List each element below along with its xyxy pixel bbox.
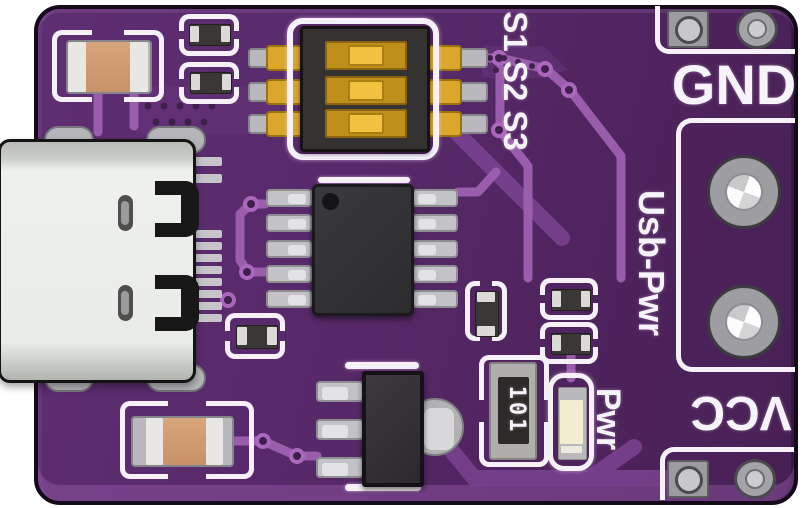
label-gnd: GND: [671, 53, 797, 116]
resistor-101-body: [498, 377, 529, 444]
usb-pin-pad: [192, 242, 222, 250]
silkscreen-box-usb-pwr: [676, 118, 795, 372]
usb-c-clip: [155, 275, 199, 331]
chip-resistor-vertical: [475, 291, 499, 337]
power-led-lens: [560, 400, 583, 444]
ic-pin: [412, 189, 458, 207]
silkscreen-bracket-resistor: [465, 281, 507, 341]
ic-pin: [412, 214, 458, 232]
chip-resistor: [190, 72, 232, 94]
dip-switch-slider-1: [348, 45, 384, 66]
gnd-pad-square: [667, 10, 709, 48]
label-usb-pwr: Usb-Pwr: [631, 189, 672, 337]
usb-c-clip: [155, 181, 199, 237]
capacitor-top-terminal: [130, 42, 148, 92]
usb-pin-pad: [192, 230, 222, 238]
silkscreen-bracket-resistor: [179, 14, 239, 56]
regulator-pin: [316, 381, 364, 402]
silkscreen-box-gnd: [655, 6, 795, 54]
ic-pin1-dot: [322, 193, 339, 210]
vcc-pad-square: [667, 460, 709, 498]
usb-pwr-hole-2: [707, 285, 781, 359]
usb-pin-pad: [192, 290, 222, 298]
silkscreen-line-regulator: [345, 484, 421, 491]
capacitor-bottom-body: [163, 418, 206, 465]
capacitor-top-terminal: [68, 42, 86, 92]
label-switch-channels: S1 S2 S3: [497, 11, 534, 151]
ic-pin: [412, 290, 458, 308]
usb-c-slot-pin: [121, 291, 129, 315]
power-led-stripe: [561, 446, 582, 453]
label-vcc: VCC: [690, 386, 792, 439]
ic-pin: [266, 240, 312, 258]
usb-pin-pad: [192, 302, 222, 310]
capacitor-top-body: [86, 42, 130, 92]
usb-c-connector: [0, 139, 199, 383]
chip-resistor: [189, 24, 231, 46]
usb-c-slot-pin: [121, 201, 129, 225]
vcc-pad-round-hole: [745, 469, 765, 489]
dip-switch-slider-2: [348, 80, 384, 101]
ic-pin: [412, 240, 458, 258]
chip-resistor: [551, 333, 591, 355]
silkscreen-bracket-capacitor-top: [52, 30, 164, 102]
ic-pin: [266, 265, 312, 283]
capacitor-bottom-terminal: [206, 418, 223, 465]
usb-pin-pad: [192, 314, 222, 322]
dip-lead: [266, 45, 306, 71]
silkscreen-bracket-resistor: [225, 313, 285, 359]
ic-pin: [266, 189, 312, 207]
silkscreen-outline-dip-switch: [287, 18, 439, 160]
ic-pin: [266, 214, 312, 232]
chip-resistor: [236, 325, 278, 349]
silkscreen-line-regulator: [345, 362, 419, 369]
usb-pin-pad: [192, 174, 222, 183]
usb-pwr-hole-1: [707, 155, 781, 229]
usb-c-slot: [118, 195, 133, 231]
silkscreen-bracket-resistor: [179, 62, 239, 104]
usb-pin-pad: [192, 157, 222, 166]
dip-switch-slider-3: [348, 113, 384, 134]
resistor-101-marking: 101: [504, 385, 529, 435]
silkscreen-outline-led: [548, 373, 594, 471]
regulator-pin: [316, 419, 364, 440]
gnd-pad-round-hole: [747, 19, 767, 39]
silkscreen-box-vcc: [660, 447, 794, 500]
label-pwr: Pwr: [589, 387, 627, 451]
silkscreen-bracket-resistor: [540, 278, 598, 320]
usb-c-slot: [118, 285, 133, 321]
silkscreen-bracket-resistor-101: [479, 355, 549, 467]
usb-pin-pad: [192, 266, 222, 274]
capacitor-bottom-terminal: [146, 418, 163, 465]
dip-lead: [266, 79, 306, 105]
regulator-tab-face: [424, 408, 454, 450]
usb-pin-pad: [192, 278, 222, 286]
ic-pin: [266, 290, 312, 308]
silkscreen-bracket-capacitor-bottom: [120, 401, 254, 479]
usb-pin-pad: [192, 254, 222, 262]
ic-pin: [412, 265, 458, 283]
chip-resistor: [551, 289, 591, 311]
voltage-regulator-body: [362, 371, 424, 487]
silkscreen-line-ic: [318, 177, 410, 183]
regulator-pin: [316, 457, 364, 478]
